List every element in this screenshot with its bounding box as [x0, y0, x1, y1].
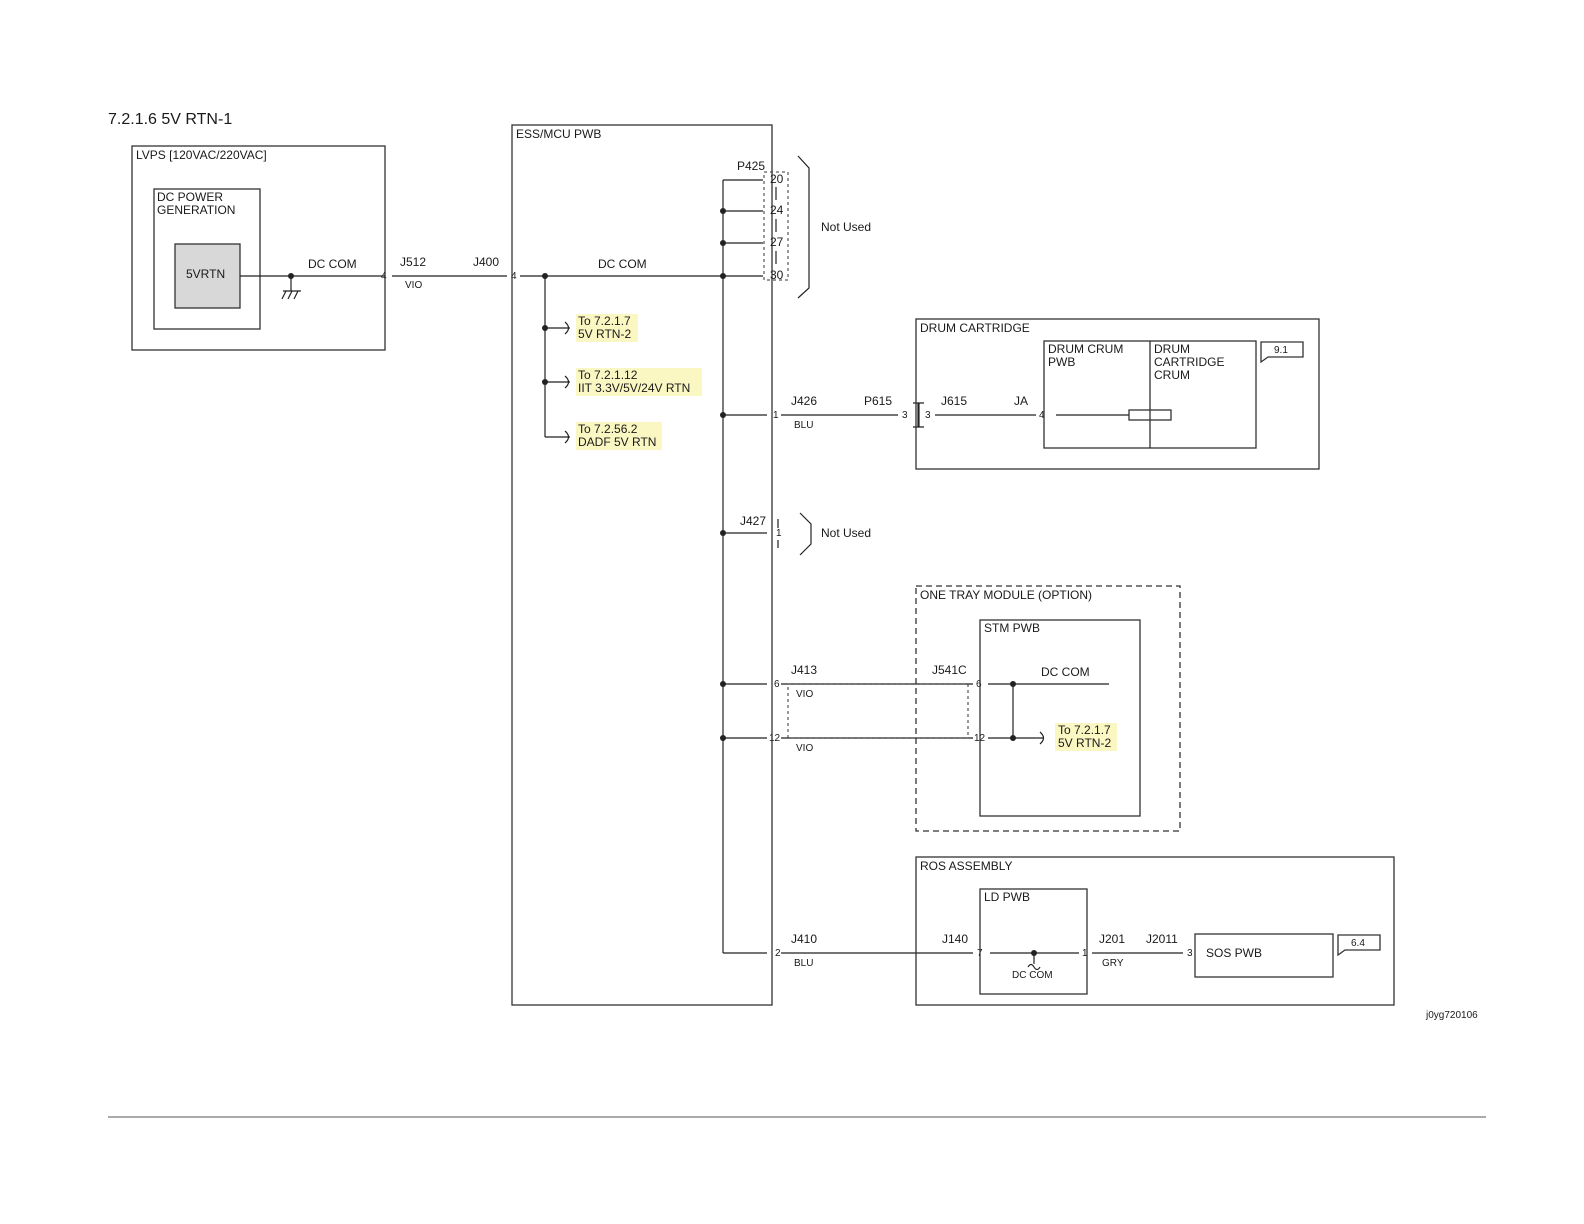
dc-power-label-2: GENERATION	[157, 203, 235, 217]
stm-dc-com: DC COM	[1041, 665, 1090, 679]
ros-assembly-block: ROS ASSEMBLY LD PWB DC COM 1 J201 GRY J2…	[915, 856, 1395, 1006]
ref-1-line-2: 5V RTN-2	[578, 327, 631, 341]
ja-label: JA	[1014, 394, 1028, 408]
ld-pwb-label: LD PWB	[984, 890, 1030, 904]
j410-label: J410	[791, 932, 817, 946]
drum-wire-color: BLU	[794, 420, 813, 431]
p425-not-used: Not Used	[821, 220, 871, 234]
ess-label: ESS/MCU PWB	[516, 127, 601, 141]
j426-label: J426	[791, 394, 817, 408]
drum-crum-pwb-1: DRUM CRUM	[1048, 342, 1123, 356]
drum-cartridge-block: DRUM CARTRIDGE DRUM CRUM PWB DRUM CARTRI…	[915, 318, 1320, 470]
ref-tag-6-4	[1337, 934, 1381, 957]
ros-ref-tag: 6.4	[1351, 938, 1365, 949]
ref-branch-3: To 7.2.56.2 DADF 5V RTN	[545, 422, 662, 450]
tray-label: ONE TRAY MODULE (OPTION)	[920, 588, 1092, 602]
p425-pin-20: 20	[770, 172, 784, 186]
p615-pin: 3	[902, 410, 908, 421]
vio-label: VIO	[405, 280, 422, 291]
crum-contact	[1128, 409, 1172, 421]
j201-label: J201	[1099, 932, 1125, 946]
j512-label: J512	[400, 255, 426, 269]
drum-wiring: J426 1 BLU P615 3 3 J615 JA 4	[773, 394, 1045, 431]
drum-cartridge-label: DRUM CARTRIDGE	[920, 321, 1030, 335]
drum-crum-3: CRUM	[1154, 368, 1190, 382]
j615-pin: 3	[925, 410, 931, 421]
sos-pwb-label: SOS PWB	[1206, 946, 1262, 960]
p425-pin-30: 30	[770, 268, 784, 282]
j427-label: J427	[740, 514, 766, 528]
one-tray-module-block: ONE TRAY MODULE (OPTION) STM PWB DC COM …	[915, 585, 1181, 832]
tray-wire-color-1: VIO	[796, 689, 813, 700]
figure-id: j0yg720106	[1425, 1010, 1478, 1021]
ref-3-line-1: To 7.2.56.2	[578, 422, 638, 436]
j426-pin: 1	[773, 410, 779, 421]
drum-crum-1: DRUM	[1154, 342, 1190, 356]
j427-not-used: Not Used	[821, 526, 871, 540]
ros-wire-color-1: BLU	[794, 958, 813, 969]
j427-bracket	[799, 512, 812, 556]
ref-2-line-1: To 7.2.1.12	[578, 368, 638, 382]
p425-connector: P425 20 24 27 30 Not Used	[737, 155, 871, 299]
ja-pin: 4	[1039, 410, 1045, 421]
j400-label: J400	[473, 255, 499, 269]
ref-2-line-2: IIT 3.3V/5V/24V RTN	[578, 381, 690, 395]
j410-pin: 2	[775, 948, 781, 959]
ld-dc-com: DC COM	[1012, 970, 1053, 981]
page-title: 7.2.1.6 5V RTN-1	[108, 111, 232, 128]
ess-dc-com-label: DC COM	[598, 257, 647, 271]
ref-3-line-2: DADF 5V RTN	[578, 435, 656, 449]
ros-label: ROS ASSEMBLY	[920, 859, 1012, 873]
j413-pin-12: 12	[769, 733, 781, 744]
j413-label: J413	[791, 663, 817, 677]
lvps-label: LVPS [120VAC/220VAC]	[136, 148, 267, 162]
5vrtn-box	[174, 243, 241, 309]
tray-ref-line-1: To 7.2.1.7	[1058, 723, 1111, 737]
j541c-pin-6: 6	[976, 679, 982, 690]
j400-pin-4: 4	[511, 271, 517, 282]
p425-pin-27: 27	[770, 235, 784, 249]
drum-crum-pwb-2: PWB	[1048, 355, 1075, 369]
j2011-pin: 3	[1187, 948, 1193, 959]
tray-ref-line-2: 5V RTN-2	[1058, 736, 1111, 750]
dc-power-label-1: DC POWER	[157, 190, 223, 204]
stm-pwb-label: STM PWB	[984, 621, 1040, 635]
signal-ground-icon	[1027, 963, 1041, 971]
j615-label: J615	[941, 394, 967, 408]
j427-connector: J427 1 Not Used	[740, 512, 871, 556]
ros-wire-color-2: GRY	[1102, 958, 1124, 969]
ros-wiring: J410 2 BLU J140 7	[775, 932, 983, 969]
lvps-dc-com-label: DC COM	[308, 257, 357, 271]
j413-pin-6: 6	[774, 679, 780, 690]
lvps-pin-4: 4	[381, 271, 387, 282]
not-used-bracket	[797, 155, 810, 299]
j140-label: J140	[942, 932, 968, 946]
tray-wire-color-2: VIO	[796, 743, 813, 754]
ground-icon	[281, 290, 301, 300]
ref-branch-1: To 7.2.1.7 5V RTN-2	[542, 314, 638, 342]
p615-label: P615	[864, 394, 892, 408]
ref-branch-2: To 7.2.1.12 IIT 3.3V/5V/24V RTN	[542, 368, 702, 396]
ess-mcu-block: ESS/MCU PWB DC COM To 7.2.1.7 5V RTN-2	[511, 124, 773, 1006]
lvps-block: LVPS [120VAC/220VAC] DC POWER GENERATION…	[131, 145, 387, 351]
ref-1-line-1: To 7.2.1.7	[578, 314, 631, 328]
ref-tag-9-1	[1260, 341, 1304, 364]
j2011-label: J2011	[1146, 932, 1178, 946]
p425-pin-24: 24	[770, 203, 784, 217]
drum-ref-tag: 9.1	[1274, 345, 1288, 356]
drum-crum-2: CARTRIDGE	[1154, 355, 1224, 369]
j201-pin: 1	[1082, 948, 1088, 959]
j541c-label: J541C	[932, 663, 967, 677]
5vrtn-label: 5VRTN	[186, 267, 225, 281]
main-harness: J512 VIO J400 4	[392, 255, 517, 291]
tray-wiring: J413 6 12 VIO VIO J541C 6 12	[769, 663, 986, 754]
j427-pin: 1	[776, 528, 782, 539]
p425-label: P425	[737, 159, 765, 173]
